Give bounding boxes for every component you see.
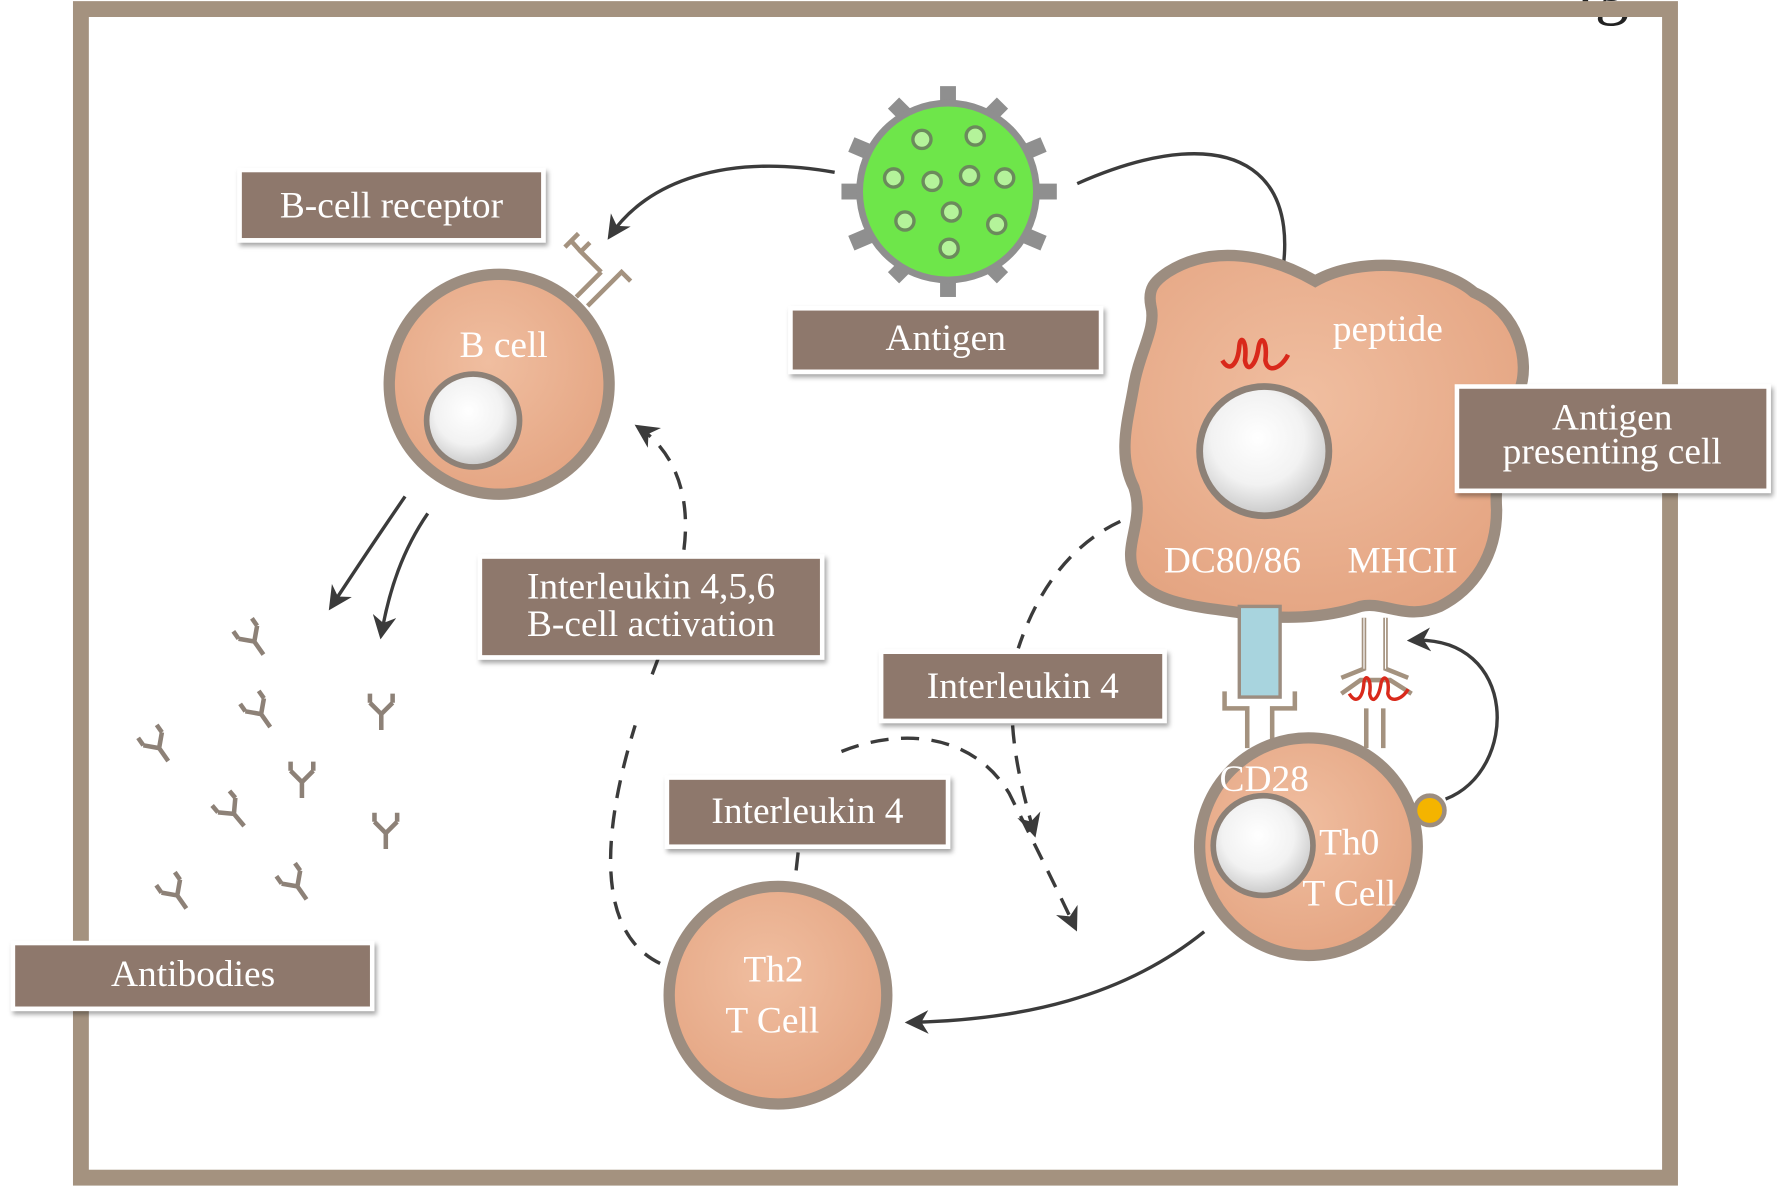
b-cell-receptor-shape bbox=[563, 231, 633, 308]
antibody bbox=[372, 812, 400, 849]
label-interleukin-456: Interleukin 4,5,6 B-cell activation bbox=[477, 554, 825, 660]
dc80-86-label: DC80/86 bbox=[1164, 540, 1301, 581]
antibody bbox=[274, 861, 309, 901]
antigen-virus bbox=[841, 86, 1057, 297]
antibody bbox=[288, 761, 316, 798]
label-interleukin-456-line1: Interleukin 4,5,6 bbox=[527, 566, 775, 607]
antibody bbox=[210, 789, 246, 828]
apc-nucleus bbox=[1196, 383, 1333, 520]
dashed-arrow-interleukin-to-bcell bbox=[608, 427, 688, 965]
label-interleukin-456-line2: B-cell activation bbox=[527, 604, 775, 645]
presented-peptide-shape bbox=[1347, 676, 1410, 702]
diagram-frame bbox=[72, 1, 1678, 1186]
th0-label-line1: Th0 bbox=[1319, 823, 1379, 864]
antibody bbox=[367, 693, 395, 730]
mhcii-receptor bbox=[1340, 617, 1413, 749]
antibody bbox=[136, 723, 171, 763]
label-antigen: Antigen bbox=[788, 306, 1104, 375]
label-apc-text-line2: presenting cell bbox=[1503, 432, 1722, 473]
th2-t-cell: Th2 T Cell bbox=[663, 880, 893, 1110]
peptide-shape bbox=[1220, 337, 1291, 371]
peptide-label: peptide bbox=[1333, 309, 1443, 350]
b-cell: B cell bbox=[383, 231, 633, 500]
dashed-arrow-th2-il4-to-th0 bbox=[794, 736, 1075, 927]
b-cell-label: B cell bbox=[460, 325, 548, 366]
label-interleukin-4-lower: Interleukin 4 bbox=[664, 775, 951, 849]
antigen-presenting-cell: peptide DC80/86 MHCII bbox=[1119, 249, 1530, 623]
b-cell-nucleus bbox=[423, 371, 523, 470]
antibody bbox=[154, 870, 189, 910]
signal-dot bbox=[1412, 793, 1447, 828]
mhcii-label: MHCII bbox=[1347, 540, 1457, 581]
th0-nucleus bbox=[1210, 792, 1316, 899]
cd28-receptor bbox=[1222, 604, 1298, 749]
label-interleukin-4-lower-text: Interleukin 4 bbox=[711, 791, 903, 832]
label-b-cell-receptor-text: B-cell receptor bbox=[280, 186, 504, 227]
cd28-label: CD28 bbox=[1220, 759, 1309, 800]
arrow-bcell-to-antibodies-1 bbox=[328, 495, 407, 611]
label-antibodies-text: Antibodies bbox=[111, 954, 275, 995]
arrow-th0-loop bbox=[1406, 627, 1499, 801]
antibodies-group bbox=[136, 617, 400, 910]
label-b-cell-receptor: B-cell receptor bbox=[237, 167, 546, 243]
dashed-arrow-apc-il4-to-th0 bbox=[1010, 519, 1122, 833]
th0-t-cell: CD28 Th0 T Cell bbox=[1193, 732, 1447, 962]
th2-label-line2: T Cell bbox=[725, 1001, 819, 1042]
label-antigen-presenting-cell: Antigen presenting cell bbox=[1454, 384, 1771, 494]
th0-label-line2: T Cell bbox=[1302, 874, 1396, 915]
label-antigen-text: Antigen bbox=[886, 318, 1007, 359]
arrow-th0-to-th2 bbox=[904, 930, 1206, 1034]
arrow-bcell-to-antibodies-2 bbox=[372, 512, 430, 640]
label-interleukin-4-upper: Interleukin 4 bbox=[878, 649, 1167, 724]
label-antibodies: Antibodies bbox=[10, 940, 375, 1012]
th2-label-line1: Th2 bbox=[743, 950, 803, 991]
label-interleukin-4-upper-text: Interleukin 4 bbox=[927, 666, 1119, 707]
antibody bbox=[231, 617, 266, 656]
antibody bbox=[238, 689, 273, 729]
arrow-antigen-to-bcell bbox=[607, 164, 835, 240]
label-apc-text-line1: Antigen bbox=[1552, 398, 1673, 439]
